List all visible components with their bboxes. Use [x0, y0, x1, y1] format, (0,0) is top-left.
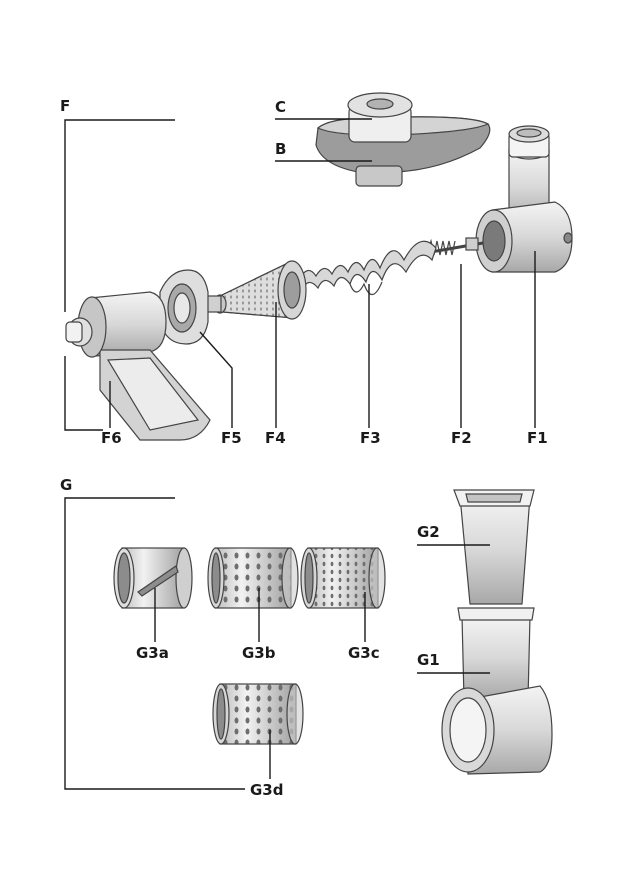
label-g3c: G3c	[348, 644, 380, 662]
drum-g3d	[213, 684, 303, 744]
label-f: F	[60, 97, 70, 115]
label-f5: F5	[221, 429, 242, 447]
drum-g3c	[301, 548, 385, 608]
auger-f3	[300, 241, 436, 294]
label-g: G	[60, 476, 72, 494]
label-b: B	[275, 140, 286, 158]
label-f4: F4	[265, 429, 286, 447]
bracket-f-top	[65, 120, 175, 312]
label-g3b: G3b	[242, 644, 276, 662]
housing-g1	[442, 608, 552, 774]
section-g: G G3a G3b G3c	[60, 476, 552, 799]
drum-g3a	[114, 548, 192, 608]
label-g1: G1	[417, 651, 440, 669]
section-f: F C B	[60, 93, 572, 447]
label-g3a: G3a	[136, 644, 169, 662]
label-g2: G2	[417, 523, 440, 541]
label-f2: F2	[451, 429, 472, 447]
sieve-f4	[205, 261, 306, 319]
housing-f1	[476, 126, 572, 272]
label-f3: F3	[360, 429, 381, 447]
label-f1: F1	[527, 429, 548, 447]
bracket-f-bottom	[65, 356, 103, 430]
drum-g3b	[208, 548, 298, 608]
label-g3d: G3d	[250, 781, 284, 799]
label-c: C	[275, 98, 286, 116]
chute-g2	[454, 490, 534, 604]
label-f6: F6	[101, 429, 122, 447]
pusher-c	[348, 93, 412, 142]
